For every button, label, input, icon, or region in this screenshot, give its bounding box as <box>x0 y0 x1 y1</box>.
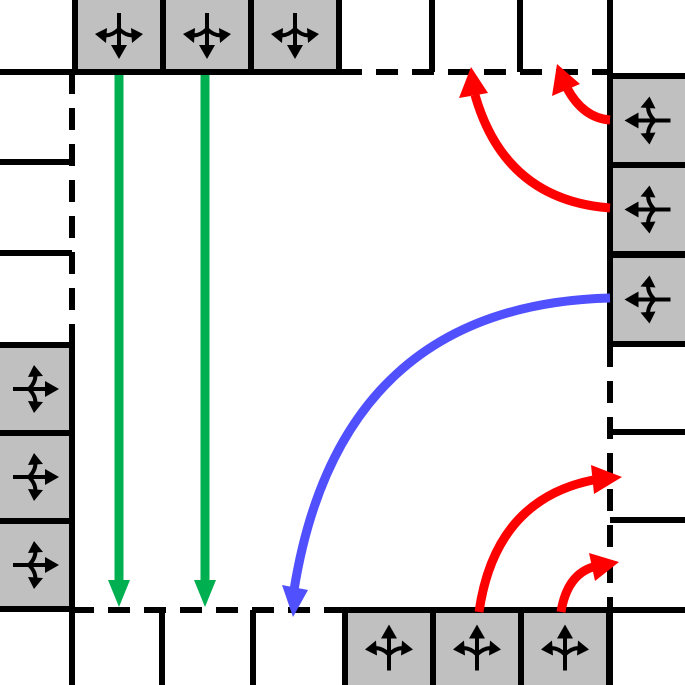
south-lane-2 <box>430 607 524 685</box>
south-approach-lanes <box>342 607 612 685</box>
south-lane-1 <box>342 607 436 685</box>
north-lane-2 <box>160 0 254 75</box>
west-lane-2 <box>0 430 75 524</box>
north-approach-lanes <box>72 0 342 75</box>
right-turn-arrow-south-large <box>474 465 622 613</box>
movement-arrows <box>108 64 622 617</box>
west-approach-lanes <box>0 342 75 612</box>
west-lane-1 <box>0 342 75 436</box>
right-turn-arrow-east-large <box>459 67 611 213</box>
east-approach-lanes <box>607 73 685 347</box>
east-lane-1 <box>607 73 685 168</box>
through-arrow-1 <box>108 75 130 607</box>
east-lane-3 <box>607 252 685 347</box>
through-arrow-2 <box>194 75 216 607</box>
east-lane-2 <box>607 162 685 257</box>
right-turn-arrow-east-small <box>552 64 611 125</box>
north-lane-1 <box>72 0 166 75</box>
left-turn-arrow-east <box>282 293 611 617</box>
north-lane-3 <box>248 0 342 75</box>
west-lane-3 <box>0 518 75 612</box>
south-lane-3 <box>518 607 612 685</box>
right-turn-arrow-south-small <box>556 553 619 613</box>
